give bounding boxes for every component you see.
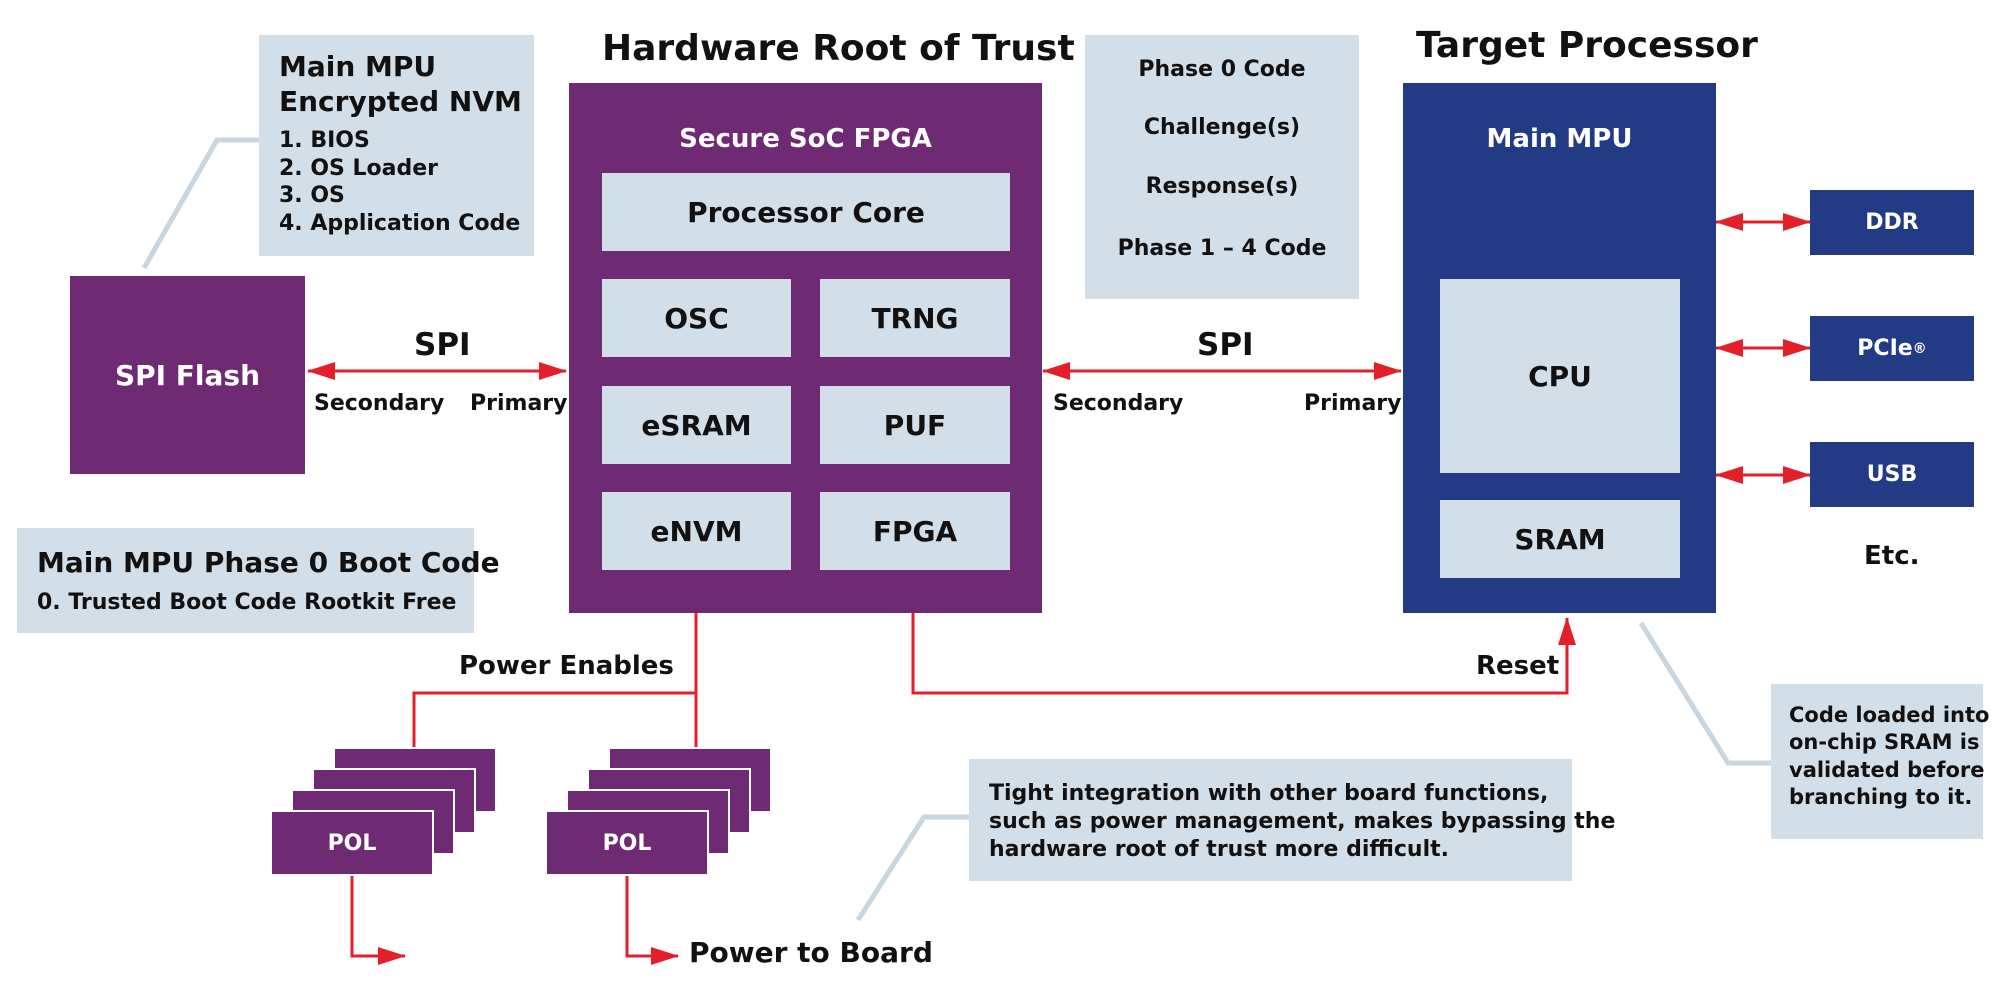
main-mpu-box: Main MPU CPU SRAM	[1403, 83, 1716, 613]
boot-phases-box: Phase 0 Code Challenge(s) Response(s) Ph…	[1085, 35, 1359, 299]
integration-callout-line	[855, 814, 970, 922]
pol-box: POL	[270, 810, 434, 876]
nvm-title-line2: Encrypted NVM	[279, 85, 522, 119]
nvm-title-line1: Main MPU	[279, 50, 437, 83]
power-enable-line	[412, 613, 698, 748]
primary-left-label: Primary	[470, 391, 568, 416]
esram-block: eSRAM	[602, 386, 791, 464]
secondary-left-label: Secondary	[314, 391, 445, 416]
sram-note-line: Code loaded into	[1789, 703, 1990, 727]
cpu-block: CPU	[1440, 279, 1680, 473]
sram-note-line: validated before	[1789, 757, 1985, 782]
processor-core-block: Processor Core	[602, 173, 1010, 251]
puf-block: PUF	[820, 386, 1010, 464]
nvm-callout-line	[141, 137, 262, 270]
response-label: Response(s)	[1145, 174, 1299, 199]
sram-callout-line	[1638, 621, 1774, 766]
boot-item: 0. Trusted Boot Code Rootkit Free	[37, 590, 457, 615]
mpu-title: Main MPU	[1486, 124, 1633, 154]
spi-right-label: SPI	[1197, 327, 1254, 363]
integration-note-line: hardware root of trust more difficult.	[989, 836, 1450, 862]
hrot-title: Hardware Root of Trust	[602, 28, 1075, 69]
power-to-board-label: Power to Board	[689, 936, 933, 969]
nvm-item: 4. Application Code	[279, 210, 521, 236]
fpga-block: FPGA	[820, 492, 1010, 570]
nvm-item: 1. BIOS	[279, 128, 370, 153]
ddr-box: DDR	[1810, 190, 1974, 255]
pol-box: POL	[545, 810, 709, 876]
sram-validation-note-box: Code loaded into on-chip SRAM is validat…	[1771, 684, 1989, 839]
trng-block: TRNG	[820, 279, 1010, 357]
osc-block: OSC	[602, 279, 791, 357]
sram-block: SRAM	[1440, 500, 1680, 578]
nvm-item: 3. OS	[279, 183, 345, 208]
encrypted-nvm-box: Main MPU Encrypted NVM 1. BIOS 2. OS Loa…	[259, 35, 534, 256]
integration-note-box: Tight integration with other board funct…	[969, 759, 1615, 881]
secure-soc-fpga-box: Secure SoC FPGA Processor Core OSC TRNG …	[569, 83, 1042, 613]
challenge-label: Challenge(s)	[1143, 115, 1301, 140]
phase14-label: Phase 1 – 4 Code	[1117, 236, 1327, 261]
pcie-box: PCIe®	[1810, 316, 1974, 381]
reset-line	[911, 613, 1576, 695]
nvm-item: 2. OS Loader	[279, 155, 439, 181]
phase0-label: Phase 0 Code	[1138, 57, 1306, 82]
reset-label: Reset	[1476, 651, 1560, 681]
power-enables-label: Power Enables	[459, 651, 674, 681]
sram-note-line: branching to it.	[1789, 784, 1973, 809]
pcie-label: PCIe	[1857, 336, 1913, 361]
integration-note-line: such as power management, makes bypassin…	[989, 808, 1616, 834]
primary-right-label: Primary	[1304, 391, 1402, 416]
target-processor-title: Target Processor	[1416, 25, 1758, 66]
envm-block: eNVM	[602, 492, 791, 570]
phase0-boot-code-box: Main MPU Phase 0 Boot Code 0. Trusted Bo…	[17, 528, 500, 633]
pol-output-line-2	[625, 875, 679, 965]
pcie-registered-mark: ®	[1912, 340, 1927, 357]
spi-flash-box: SPI Flash	[70, 276, 305, 474]
secondary-right-label: Secondary	[1053, 391, 1184, 416]
pol-output-line-1	[350, 875, 406, 965]
etc-label: Etc.	[1864, 541, 1920, 571]
spi-left-label: SPI	[414, 327, 471, 363]
integration-note-line: Tight integration with other board funct…	[989, 781, 1549, 806]
sram-note-line: on-chip SRAM is	[1789, 730, 1980, 755]
fpga-title: Secure SoC FPGA	[679, 124, 932, 154]
boot-title: Main MPU Phase 0 Boot Code	[37, 546, 500, 579]
usb-box: USB	[1810, 442, 1974, 507]
